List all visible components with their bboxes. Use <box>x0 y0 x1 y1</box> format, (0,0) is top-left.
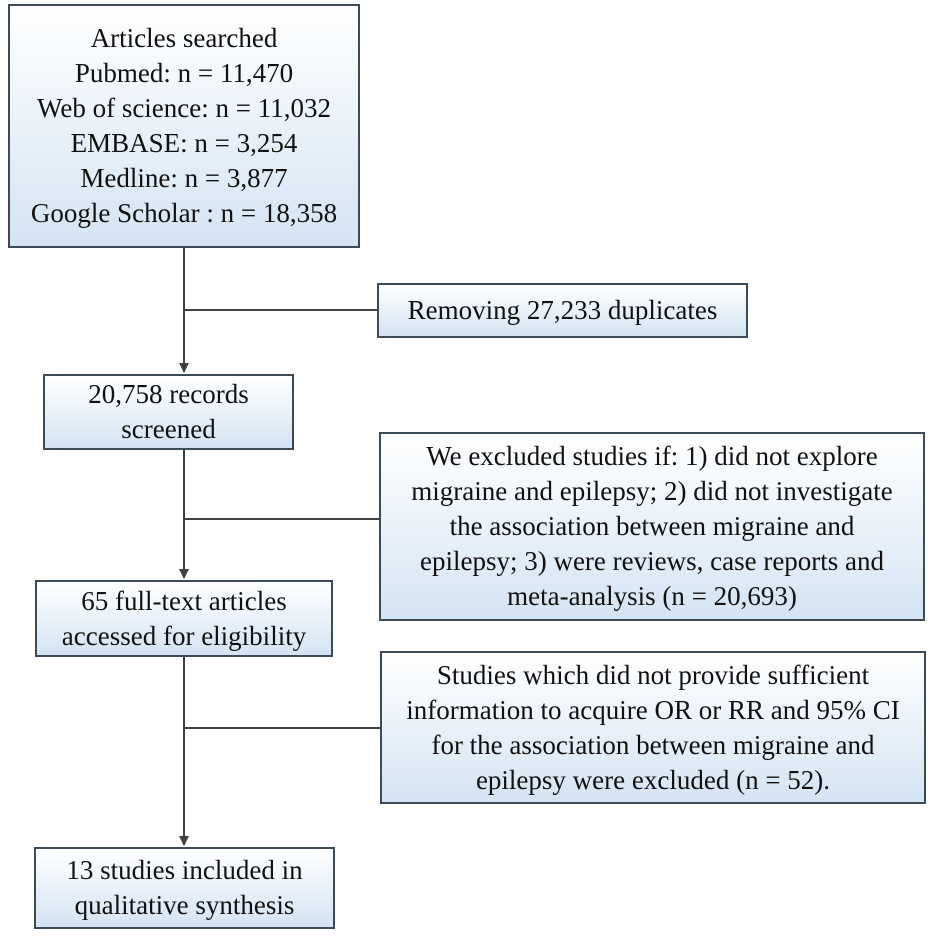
box-line: epilepsy were excluded (n = 52). <box>475 764 831 795</box>
records-screened-box: 20,758 records screened <box>43 374 294 450</box>
box-line: meta-analysis (n = 20,693) <box>507 581 797 611</box>
box-line: 13 studies included in <box>66 855 303 885</box>
box-line: We excluded studies if: 1) did not explo… <box>426 441 878 471</box>
studies-included-box: 13 studies included in qualitative synth… <box>34 847 335 929</box>
insufficient-data-exclusion-box: Studies which did not provide sufficient… <box>380 651 926 804</box>
box-line: 65 full-text articles <box>81 585 287 616</box>
box-line: Articles searched <box>90 23 278 53</box>
box-line: migraine and epilepsy; 2) did not invest… <box>411 476 893 506</box>
box-line: information to acquire OR or RR and 95% … <box>406 694 900 725</box>
box-line: EMBASE: n = 3,254 <box>70 128 298 158</box>
box-line: Web of science: n = 11,032 <box>37 93 331 123</box>
box-line: accessed for eligibility <box>61 620 307 651</box>
box-line: 20,758 records <box>88 379 249 409</box>
box-line: Studies which did not provide sufficient <box>436 659 870 690</box>
box-line: the association between migraine and <box>449 511 855 541</box>
box-line: Removing 27,233 duplicates <box>407 295 718 325</box>
box-line: Google Scholar : n = 18,358 <box>30 198 338 228</box>
box-line: epilepsy; 3) were reviews, case reports … <box>419 546 885 576</box>
box-line: Pubmed: n = 11,470 <box>74 58 294 88</box>
articles-searched-box: Articles searched Pubmed: n = 11,470 Web… <box>8 4 360 248</box>
exclusion-criteria-box: We excluded studies if: 1) did not explo… <box>379 432 925 621</box>
box-line: qualitative synthesis <box>74 890 295 920</box>
fulltext-eligibility-box: 65 full-text articles accessed for eligi… <box>35 580 333 657</box>
box-line: screened <box>121 414 216 444</box>
duplicates-removed-box: Removing 27,233 duplicates <box>377 283 748 338</box>
box-line: Medline: n = 3,877 <box>80 163 288 193</box>
box-line: for the association between migraine and <box>431 729 875 760</box>
